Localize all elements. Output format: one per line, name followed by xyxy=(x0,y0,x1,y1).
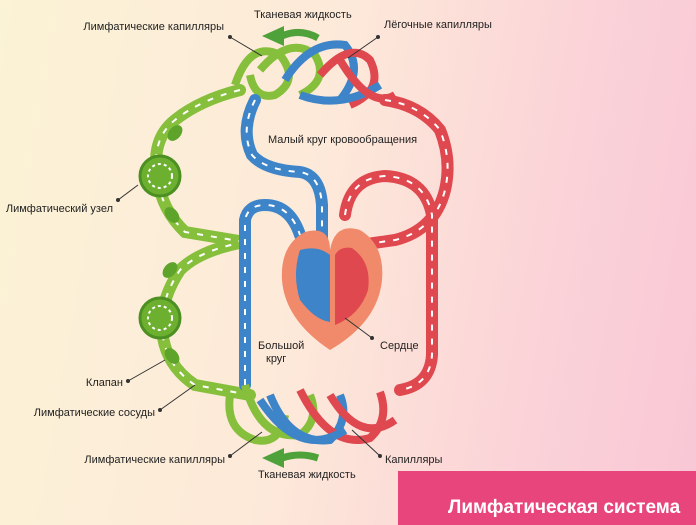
lymph-capillaries-bottom-label: Лимфатические капилляры xyxy=(84,454,225,466)
pulmonary-circulation-label: Малый круг кровообращения xyxy=(268,134,418,146)
tissue-fluid-bottom-label: Тканевая жидкость xyxy=(258,469,356,481)
pulmonary-flow xyxy=(245,99,449,255)
banner-title: Лимфатическая система xyxy=(448,497,681,518)
heart-icon xyxy=(281,228,383,350)
valve-icon xyxy=(162,125,183,364)
systemic-capillary-bed xyxy=(225,383,398,445)
systemic-circulation-label-1: Большой xyxy=(258,340,305,352)
lymph-node-icon xyxy=(138,154,182,340)
tissue-fluid-top-label: Тканевая жидкость xyxy=(254,9,352,21)
lung-capillaries-label: Лёгочные капилляры xyxy=(384,19,492,31)
systemic-flow xyxy=(244,174,433,391)
systemic-circulation-label-2: круг xyxy=(266,353,287,365)
capillaries-label: Капилляры xyxy=(385,454,443,466)
lymph-vessels-label: Лимфатические сосуды xyxy=(33,407,155,419)
heart-label: Сердце xyxy=(380,340,419,352)
lung-capillary-bed xyxy=(231,40,398,109)
flow-arrow-icon xyxy=(262,26,320,468)
leader-dots xyxy=(116,35,382,458)
leader-lines xyxy=(117,36,381,457)
lymph-capillaries-top-label: Лимфатические капилляры xyxy=(83,21,224,33)
lymph-node-label: Лимфатический узел xyxy=(5,203,113,215)
valve-label: Клапан xyxy=(85,377,123,389)
title-banner: Лимфатическая система xyxy=(398,471,696,525)
